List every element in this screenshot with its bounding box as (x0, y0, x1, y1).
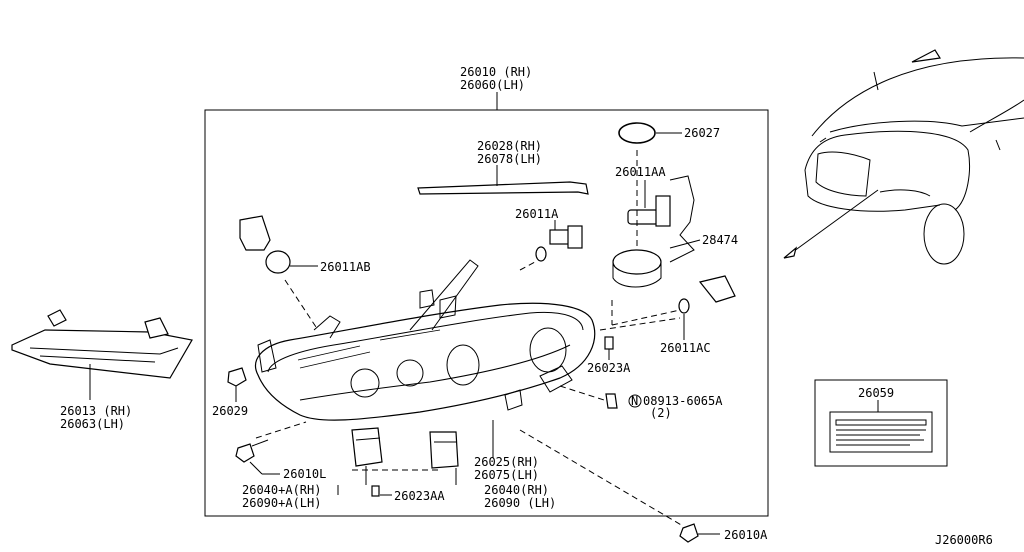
label-screw-a: 26023A (587, 361, 631, 375)
bracket-b (429, 431, 459, 485)
label-seal-rh: 26028(RH) (477, 139, 542, 153)
seal-strip (417, 181, 589, 195)
label-seal-lh: 26078(LH) (477, 152, 542, 166)
label-bracket2-rh: 26040(RH) (484, 483, 549, 497)
label-nut-qty: (2) (650, 406, 672, 420)
label-harness: 28474 (702, 233, 738, 247)
label-caution: 26059 (858, 386, 894, 400)
label-bulb-ab: 26011AB (320, 260, 371, 274)
label-grommet: 26029 (212, 404, 248, 418)
label-bolt-l: 26010L (283, 467, 326, 481)
nut (559, 385, 642, 409)
caution-label-box (814, 379, 948, 467)
screw-a (604, 336, 614, 360)
vehicle-sketch (783, 49, 1024, 265)
label-assembly-lh: 26060(LH) (460, 78, 525, 92)
assembly-frame (204, 109, 769, 517)
label-bracket-rh: 26040+A(RH) (242, 483, 321, 497)
label-oring: 26027 (684, 126, 720, 140)
bolt-a (519, 429, 720, 543)
label-ballast-lh: 26075(LH) (474, 468, 539, 482)
label-bulb-a: 26011A (515, 207, 559, 221)
label-bulb-aa: 26011AA (615, 165, 666, 179)
label-bulb-ac: 26011AC (660, 341, 711, 355)
label-bolt-a: 26010A (724, 528, 768, 542)
label-screw-aa: 26023AA (394, 489, 445, 503)
lamp-cover (11, 309, 193, 400)
label-ballast-rh: 26025(RH) (474, 455, 539, 469)
o-ring (618, 122, 656, 144)
label-bracket-lh: 26090+A(LH) (242, 496, 321, 510)
harness-socket (612, 150, 701, 288)
small-bulb-a (519, 220, 583, 271)
grommet (227, 367, 247, 402)
bulb-socket-ab (239, 215, 319, 331)
screw-aa (371, 485, 392, 497)
hid-bulb (627, 175, 695, 263)
bulb-socket-ac (599, 275, 736, 340)
bolt-l (235, 421, 307, 475)
label-cover-lh: 26063(LH) (60, 417, 125, 431)
label-assembly-rh: 26010 (RH) (460, 65, 532, 79)
label-nut-part: 08913-6065A (643, 394, 723, 408)
label-bracket2-lh: 26090 (LH) (484, 496, 556, 510)
headlamp-housing (254, 259, 596, 421)
diagram-code: J26000R6 (935, 533, 993, 547)
label-cover-rh: 26013 (RH) (60, 404, 132, 418)
bracket-a (337, 427, 383, 495)
label-nut-circle: N (631, 394, 638, 408)
